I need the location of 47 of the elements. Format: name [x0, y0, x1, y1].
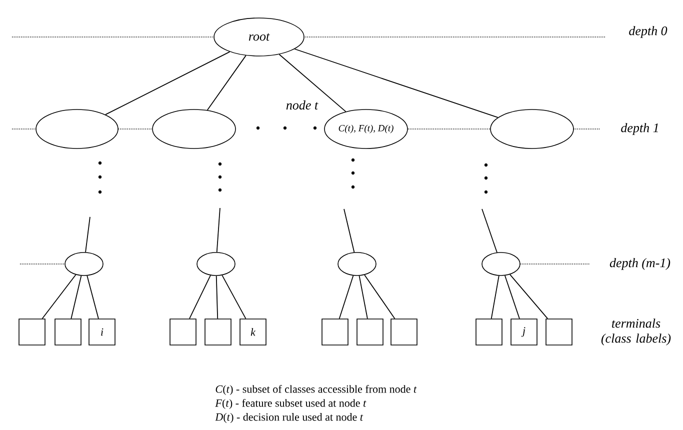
tree-node-ellipse: [36, 109, 118, 149]
tree-node-ellipse: [196, 252, 236, 276]
connector-line: [510, 274, 548, 320]
connector-line: [364, 274, 396, 320]
connector-line: [358, 275, 368, 320]
terminal-box: j: [510, 318, 538, 346]
terminal-box: i: [88, 318, 116, 346]
terminal-box: [476, 318, 502, 346]
connector-line: [86, 275, 99, 320]
connector-line: [85, 216, 90, 253]
connector-line: [70, 275, 82, 320]
connector-line: [504, 275, 520, 320]
connector-line: [278, 54, 346, 112]
connector-line: [482, 208, 498, 253]
terminal-box: [18, 318, 46, 346]
legend-note: D(t) - decision rule used at node t: [215, 413, 364, 423]
connector-line: [294, 48, 498, 118]
tree-node-ellipse: [490, 109, 574, 149]
terminals-label: terminals (class labels): [601, 318, 671, 346]
terminal-box: [356, 318, 384, 346]
node-caption: node t: [286, 100, 318, 110]
legend-note: C(t) - subset of classes accessible from node t: [216, 384, 417, 396]
terminal-box: [390, 318, 418, 346]
terminal-box: [170, 318, 196, 346]
terminal-box: [204, 318, 232, 346]
tree-node-ellipse: [152, 109, 236, 149]
connector-line: [189, 274, 211, 320]
connector-line: [338, 275, 354, 320]
terminal-box: k: [240, 318, 266, 346]
terminal-box: [546, 318, 572, 346]
depth-label: depth (m-1): [610, 258, 670, 270]
legend-note: F(t) - feature subset used at node t: [215, 398, 366, 410]
connector-line: [206, 55, 246, 111]
connector-line: [222, 274, 246, 320]
terminal-box: [322, 318, 348, 346]
tree-node-ellipse: [338, 252, 376, 276]
connector-line: [105, 51, 230, 116]
connector-line: [216, 208, 220, 253]
depth-label: depth 0: [629, 26, 668, 38]
tree-node-ellipse: [64, 252, 104, 276]
terminal-box: [54, 318, 82, 346]
connector-line: [42, 274, 76, 320]
depth-label: depth 1: [621, 123, 658, 135]
connector-line: [344, 208, 355, 253]
tree-node-ellipse: [482, 252, 520, 276]
connector-line: [490, 275, 500, 320]
connector-line: [216, 275, 218, 320]
